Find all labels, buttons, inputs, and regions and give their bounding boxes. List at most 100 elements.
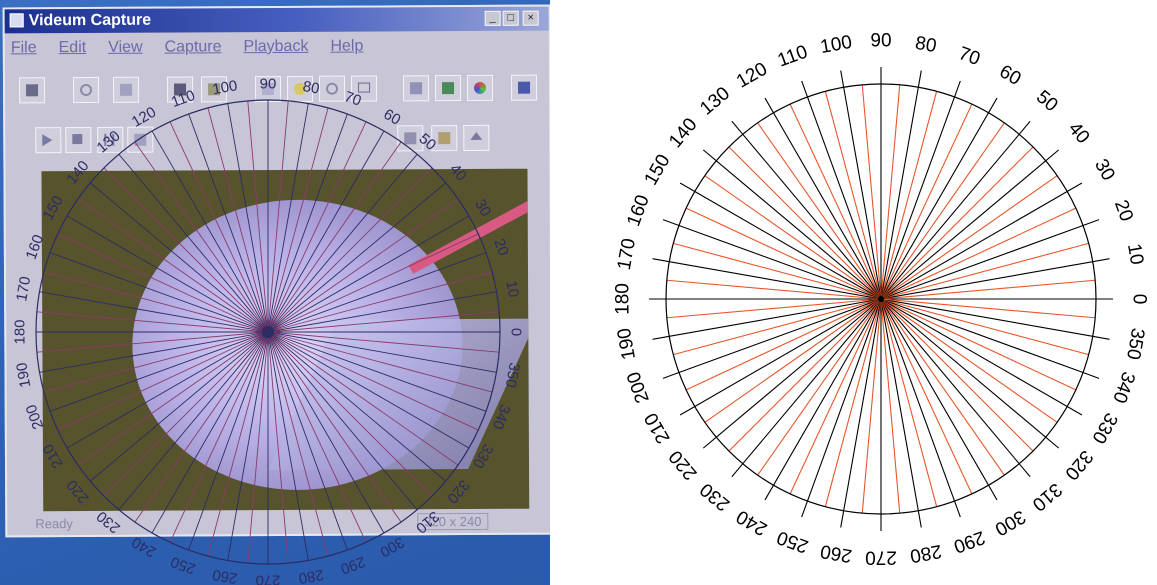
- photo-protractor-overlay: 0102030405060708090100110120130140150160…: [12, 76, 525, 585]
- angle-line-290: [267, 331, 348, 551]
- photo-angle-label-340: 340: [489, 402, 514, 431]
- angle-line-165: [673, 242, 882, 300]
- angle-line-10: [880, 261, 1093, 300]
- angle-line-350: [267, 331, 497, 373]
- angle-line-350: [880, 298, 1093, 337]
- angle-line-35: [880, 175, 1058, 300]
- angle-label-220: 220: [665, 446, 701, 484]
- angle-line-355: [880, 298, 1096, 319]
- angle-line-135: [728, 146, 882, 300]
- angle-label-30: 30: [1090, 156, 1119, 185]
- angle-line-130: [118, 153, 269, 333]
- label-tick-230: [731, 463, 744, 478]
- label-tick-140: [702, 149, 717, 162]
- angle-label-320: 320: [1060, 446, 1096, 484]
- label-tick-110: [801, 80, 808, 98]
- photo-angle-label-180: 180: [12, 319, 29, 344]
- photo-angle-label-60: 60: [381, 106, 404, 129]
- angle-line-175: [666, 279, 882, 300]
- angle-label-80: 80: [914, 33, 938, 57]
- angle-label-20: 20: [1110, 197, 1137, 224]
- protractor-diagram: 0102030405060708090100110120130140150160…: [613, 31, 1150, 568]
- angle-line-60: [267, 130, 385, 333]
- angle-line-235: [134, 331, 269, 523]
- angle-line-200: [678, 298, 882, 374]
- angle-line-205: [57, 331, 269, 431]
- angle-line-245: [789, 298, 882, 495]
- angle-line-70: [267, 113, 348, 333]
- angle-label-100: 100: [819, 32, 854, 58]
- photo-angle-lines: [36, 100, 500, 564]
- angle-label-160: 160: [623, 192, 654, 229]
- angle-line-20: [880, 224, 1084, 300]
- angle-line-220: [715, 298, 882, 438]
- photo-angle-label-210: 210: [40, 441, 67, 471]
- label-tick-250: [801, 500, 808, 518]
- photo-angle-label-290: 290: [338, 553, 367, 578]
- angle-label-330: 330: [1087, 409, 1121, 447]
- angle-line-255: [824, 298, 882, 507]
- angle-line-55: [267, 141, 402, 333]
- angle-line-345: [880, 298, 1089, 356]
- label-tick-120: [764, 97, 774, 114]
- photo-angle-label-120: 120: [129, 104, 159, 131]
- label-tick-20: [1082, 219, 1100, 226]
- photo-angle-label-330: 330: [469, 441, 496, 471]
- angle-line-145: [77, 198, 269, 333]
- angle-line-275: [880, 298, 901, 514]
- angle-line-260: [843, 298, 882, 511]
- angle-line-85: [267, 100, 289, 333]
- angle-line-75: [880, 91, 938, 300]
- angle-line-40: [880, 160, 1047, 300]
- angle-line-15: [880, 242, 1089, 300]
- angle-line-5: [880, 279, 1096, 300]
- monitor-photo: Videum Capture _ □ × File Edit View Capt…: [0, 0, 550, 585]
- photo-angle-label-20: 20: [490, 236, 512, 257]
- photo-angle-label-90: 90: [260, 76, 277, 93]
- angle-line-240: [151, 331, 269, 534]
- photo-angle-label-150: 150: [40, 193, 67, 223]
- label-tick-50: [1018, 120, 1031, 135]
- angle-line-160: [678, 224, 882, 300]
- angle-line-100: [843, 87, 882, 300]
- label-tick-130: [731, 120, 744, 135]
- angle-line-300: [267, 331, 385, 534]
- label-tick-350: [1092, 335, 1110, 340]
- angle-line-330: [880, 298, 1068, 407]
- angle-label-290: 290: [951, 526, 988, 557]
- angle-line-220: [89, 331, 269, 482]
- photo-angle-label-240: 240: [129, 533, 159, 560]
- photo-angle-label-190: 190: [13, 361, 34, 389]
- photo-angle-label-280: 280: [297, 566, 325, 585]
- angle-line-100: [227, 103, 269, 333]
- angle-label-10: 10: [1123, 242, 1147, 266]
- photo-angle-label-220: 220: [63, 476, 92, 506]
- angle-line-315: [880, 298, 1034, 452]
- photo-angle-label-80: 80: [301, 78, 320, 98]
- angle-line-50: [267, 153, 418, 333]
- photo-angle-label-140: 140: [63, 158, 92, 188]
- label-tick-70: [954, 80, 961, 98]
- angle-line-105: [207, 107, 269, 333]
- angle-line-355: [267, 331, 500, 353]
- angle-label-70: 70: [956, 43, 983, 70]
- angle-line-340: [880, 298, 1084, 374]
- photo-angle-label-320: 320: [443, 476, 472, 506]
- angle-label-180: 180: [613, 283, 634, 315]
- angle-line-55: [880, 122, 1005, 300]
- angle-line-225: [103, 331, 269, 497]
- angle-line-325: [880, 298, 1058, 423]
- label-tick-210: [679, 406, 696, 416]
- angle-label-340: 340: [1108, 369, 1139, 406]
- angle-line-315: [267, 331, 433, 497]
- angle-line-215: [77, 331, 269, 466]
- angle-line-165: [43, 271, 269, 333]
- angle-line-230: [742, 298, 882, 465]
- angle-line-250: [806, 298, 882, 502]
- angle-line-295: [880, 298, 973, 495]
- angle-label-300: 300: [991, 505, 1029, 539]
- angle-line-85: [880, 84, 901, 300]
- angle-line-155: [685, 207, 882, 300]
- angle-line-95: [861, 84, 882, 300]
- label-ticks: [649, 67, 1113, 531]
